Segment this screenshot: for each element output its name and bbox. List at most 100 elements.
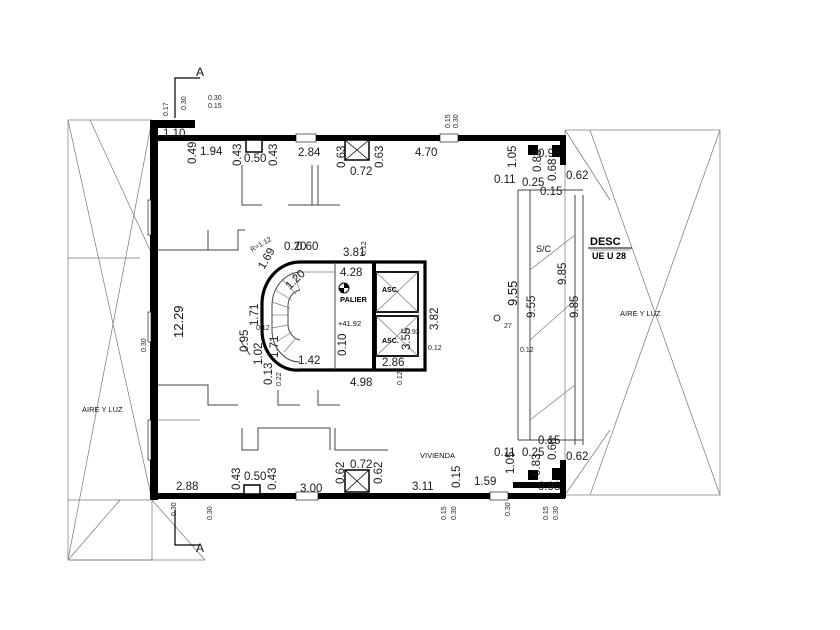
bdim-300: 3.00 <box>300 483 322 495</box>
dim-049: 0.49 <box>187 142 199 164</box>
bdim-062c: 0.62 <box>566 451 588 463</box>
bdim-083: 0.83 <box>531 454 543 476</box>
top-small-dim-3: 0.30 <box>208 95 222 102</box>
bdim-015: 0.15 <box>451 466 463 488</box>
bdim-015d: 0.15 <box>543 506 550 520</box>
dim-068: 0.68 <box>547 159 559 181</box>
right-air-shaft: AIRE Y LUZ <box>564 129 721 496</box>
core-dim-498: 4.98 <box>350 377 372 389</box>
core-dim-355: 3.55 <box>401 328 413 350</box>
core-dim-382: 3.82 <box>429 308 441 330</box>
bdim-068: 0.68 <box>547 438 559 460</box>
core-dim-428: 4.28 <box>340 267 362 279</box>
core-dim-120: 1.20 <box>284 268 308 292</box>
section-letter-top: A <box>196 65 204 79</box>
marker-27: 27 <box>504 323 512 330</box>
core-dim-093: 0.93 <box>406 329 420 336</box>
dim-470: 4.70 <box>415 147 437 159</box>
bdim-030c: 0.30 <box>451 506 458 520</box>
dim-985-b: 9.85 <box>569 296 581 318</box>
left-air-shaft: AIRE Y LUZ 0.30 <box>67 119 206 561</box>
bdim-015c: 0.15 <box>441 506 448 520</box>
dim-050: 0.50 <box>244 153 266 165</box>
core-dim-012a: 0.12 <box>361 241 368 255</box>
dim-284: 2.84 <box>298 147 321 159</box>
core-dim-022: 0.22 <box>276 372 283 386</box>
core-dim-171a: 1.71 <box>249 304 261 326</box>
dim-1229: 12.29 <box>171 305 186 338</box>
right-air-label: AIRE Y LUZ <box>620 309 661 318</box>
top-small-dim-2: 0.30 <box>181 96 188 110</box>
sc-label: S/C <box>536 244 552 254</box>
bdim-159: 1.59 <box>474 476 496 488</box>
desc-label: DESC <box>590 236 621 248</box>
dim-955-main: 9.55 <box>505 281 520 306</box>
section-letter-bottom: A <box>196 541 204 555</box>
core-dim-095: 0.95 <box>239 330 251 352</box>
core-dim-020: 0.20 <box>284 241 306 253</box>
bdim-043a: 0.43 <box>231 468 243 490</box>
dim-105: 1.05 <box>507 146 519 168</box>
dim-063b: 0.63 <box>374 146 386 168</box>
dim-062: 0.62 <box>566 170 588 182</box>
dim-985-a: 9.85 <box>557 263 569 285</box>
top-small-dim-5: 0.15 <box>445 114 452 128</box>
level-marker-icon <box>493 314 501 322</box>
left-air-label: AIRE Y LUZ <box>82 405 123 414</box>
dim-955-inner: 9.55 <box>526 296 538 318</box>
dim-194: 1.94 <box>200 146 223 158</box>
section-mark-bottom: A <box>174 510 204 555</box>
core-dim-060: 0.60 <box>296 241 318 253</box>
core-dim-102: 1.02 <box>253 343 265 365</box>
core-dim-142: 1.42 <box>298 355 320 367</box>
dim-110: 1.10 <box>163 128 185 140</box>
dim-025: 0.25 <box>522 177 544 189</box>
stair-core <box>260 260 427 372</box>
core-dim-013: 0.13 <box>263 363 275 385</box>
core-dim-012c: 0.12 <box>428 345 442 352</box>
dim-043b: 0.43 <box>268 144 280 166</box>
ue-label: UE U 28 <box>592 251 626 261</box>
core-dim-010: 0.10 <box>337 334 349 356</box>
bdim-011: 0.11 <box>494 447 516 459</box>
level-label: +41.92 <box>338 319 361 328</box>
top-small-dim-6: 0.30 <box>453 114 460 128</box>
dim-012-right: 0.12 <box>520 347 534 354</box>
elevator-label-2: ASC. <box>382 338 399 345</box>
bdim-288: 2.88 <box>176 481 198 493</box>
bdim-311: 3.11 <box>412 481 434 493</box>
dim-015: 0.15 <box>540 186 562 198</box>
core-dim-012b: 0.12 <box>256 325 270 332</box>
section-mark-top: A 0.17 0.30 0.30 0.15 0.15 0.30 <box>163 65 460 128</box>
core-dim-171b: 1.71 <box>269 336 281 358</box>
bdim-025: 0.25 <box>522 447 544 459</box>
core-dim-381: 3.81 <box>343 247 365 259</box>
bdim-062a: 0.62 <box>335 462 347 484</box>
palier-label: PALIER <box>340 295 368 304</box>
elevator-label-1: ASC. <box>382 287 399 294</box>
top-dimensions: 1.10 0.49 1.94 0.43 0.50 0.43 2.84 0.63 … <box>163 128 588 198</box>
bdim-062b: 0.62 <box>373 462 385 484</box>
bdim-043b: 0.43 <box>267 468 279 490</box>
dim-072: 0.72 <box>350 166 372 178</box>
bdim-015b: 0.15 <box>538 435 560 447</box>
right-labels: DESC UE U 28 S/C 9.55 9.55 9.85 9.85 27 … <box>493 236 632 354</box>
top-small-dim-1: 0.17 <box>163 102 170 116</box>
dim-011: 0.11 <box>494 174 516 186</box>
bdim-030a: 0.30 <box>171 502 178 516</box>
top-small-dim-4: 0.15 <box>208 103 222 110</box>
dim-043a: 0.43 <box>232 144 244 166</box>
dim-083: 0.83 <box>532 150 544 172</box>
left-width-dim: 0.30 <box>141 338 148 352</box>
dim-063a: 0.63 <box>336 146 348 168</box>
outer-walls <box>147 120 566 501</box>
bdim-072: 0.72 <box>350 459 372 471</box>
bdim-030b: 0.30 <box>207 506 214 520</box>
interior-lines <box>158 165 584 451</box>
bdim-098: 0.98 <box>538 481 560 493</box>
bdim-050: 0.50 <box>244 471 266 483</box>
core-dim-012d: 0.12 <box>397 371 404 385</box>
vivienda-label: VIVIENDA <box>420 451 455 460</box>
bottom-dimensions: 2.88 0.43 0.50 0.43 3.00 0.62 0.72 0.62 … <box>171 435 588 520</box>
